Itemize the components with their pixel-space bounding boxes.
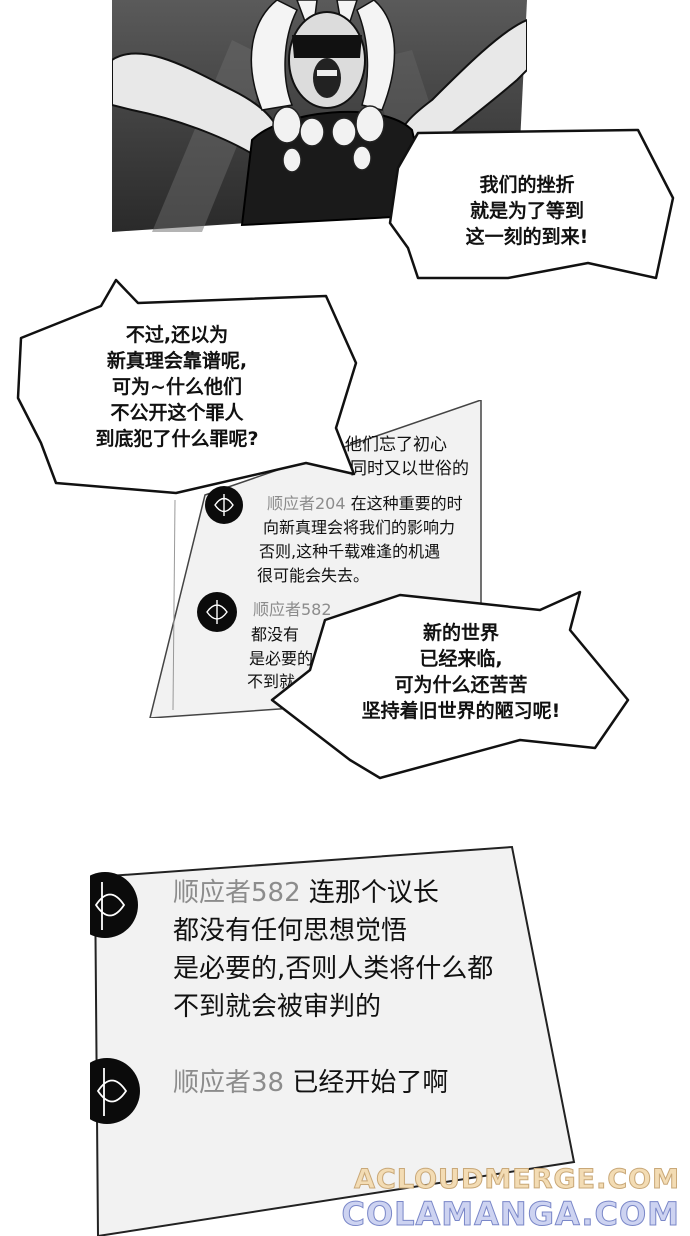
speech-bubble-left: 不过,还以为 新真理会靠谱呢, 可为~什么他们 不公开这个罪人 到底犯了什么罪呢… [16, 278, 358, 496]
comment-line: 他们忘了初心 [345, 435, 447, 455]
comment-header: 顺应者38 已经开始了啊 [173, 1062, 448, 1099]
bubble-line: 到底犯了什么罪呢? [95, 428, 259, 450]
bubble-line: 可为什么还苦苦 [394, 674, 528, 696]
comment-line: 很可能会失去。 [257, 566, 370, 585]
comment-username: 顺应者582 [173, 878, 301, 908]
watermark-line-2: COLAMANGA.COM [341, 1195, 680, 1233]
comment-line: 同时又以世俗的 [350, 459, 469, 479]
user-avatar-icon [90, 1058, 140, 1124]
comment-username: 顺应者582 [253, 600, 332, 619]
comment-text: 已经开始了啊 [292, 1068, 449, 1098]
comment-line: 不到就会被审判的 [173, 992, 382, 1022]
speech-bubble-top-right: 我们的挫折 就是为了等到 这一刻的到来! [388, 128, 676, 286]
user-avatar-icon [90, 872, 138, 938]
bubble-line: 不过,还以为 [125, 324, 229, 346]
comment-line: 不到就 [247, 672, 296, 691]
comment-line: 向新真理会将我们的影响力 [263, 518, 456, 537]
bubble-line: 就是为了等到 [469, 200, 584, 222]
user-avatar-icon [197, 592, 237, 632]
bubble-line: 这一刻的到来! [465, 226, 589, 248]
bubble-line: 新的世界 [422, 622, 499, 644]
user-avatar-icon [205, 486, 243, 524]
comment-username: 顺应者204 [267, 494, 346, 513]
watermark: ACLOUDMERGE.COM COLAMANGA.COM [341, 1164, 680, 1233]
watermark-line-1: ACLOUDMERGE.COM [354, 1164, 680, 1196]
comment-header: 顺应者204 在这种重要的时 [267, 490, 463, 514]
comment-text: 在这种重要的时 [350, 494, 463, 513]
comment-screen-large: 顺应者582 连那个议长 都没有任何思想觉悟 是必要的,否则人类将什么都 不到就… [90, 842, 580, 1236]
speech-bubble-mid-right: 新的世界 已经来临, 可为什么还苦苦 坚持着旧世界的陋习呢! [270, 590, 632, 782]
manga-panel-illustration [112, 0, 527, 232]
bubble-line: 我们的挫折 [479, 174, 575, 196]
comment-line: 否则,这种千载难逢的机遇 [259, 542, 441, 561]
comment-text: 连那个议长 [308, 878, 439, 908]
comment-line: 都没有 [251, 625, 300, 644]
bubble-line: 不公开这个罪人 [110, 402, 244, 424]
comment-line: 是必要的,否则人类将什么都 [173, 954, 494, 984]
bubble-line: 已经来临, [419, 648, 503, 670]
bubble-line: 可为~什么他们 [112, 376, 242, 398]
comment-line: 是必要的 [249, 649, 314, 668]
comment-header: 顺应者582 连那个议长 [173, 872, 439, 909]
bubble-line: 坚持着旧世界的陋习呢! [361, 700, 561, 722]
comment-line: 都没有任何思想觉悟 [173, 916, 408, 946]
comment-username: 顺应者38 [173, 1068, 285, 1098]
bubble-line: 新真理会靠谱呢, [106, 350, 248, 372]
